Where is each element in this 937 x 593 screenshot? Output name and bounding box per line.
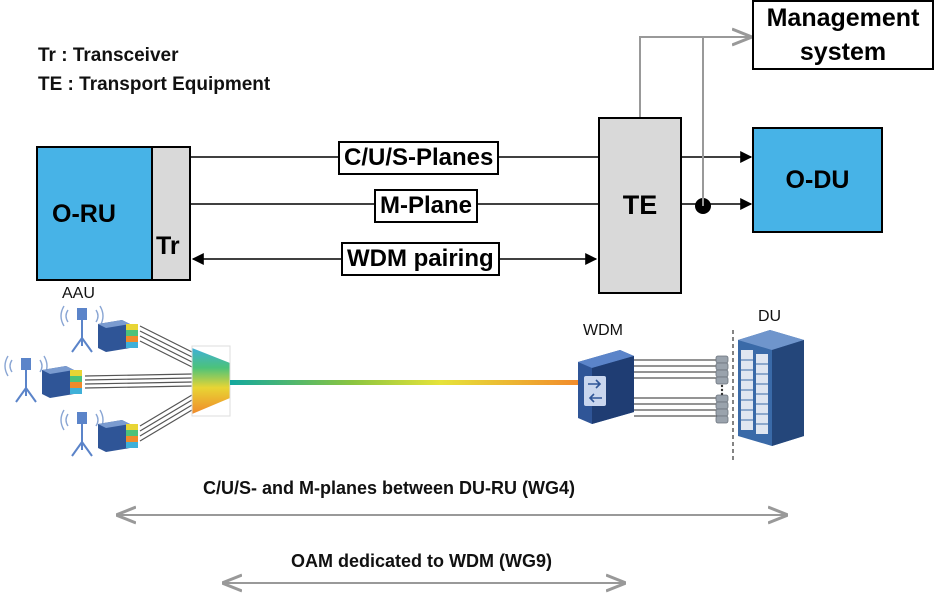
management-system-box: Management system — [752, 0, 934, 70]
management-connector-te — [639, 37, 750, 117]
transceiver-label: Tr — [156, 232, 180, 260]
aau-unit-middle — [4, 355, 82, 403]
legend-transceiver: Tr : Transceiver — [38, 45, 179, 66]
management-system-line2: system — [799, 38, 887, 66]
aau-label: AAU — [62, 285, 95, 302]
du-ellipsis-dots — [720, 384, 724, 396]
transport-equipment-label: TE — [622, 190, 658, 220]
wdm-pairing-label: WDM pairing — [341, 242, 500, 276]
aau-unit-bottom — [60, 409, 138, 457]
o-ru-label: O-RU — [52, 200, 116, 228]
legend-transport-equipment: TE : Transport Equipment — [38, 74, 271, 95]
m-plane-label: M-Plane — [374, 189, 479, 223]
du-label: DU — [758, 308, 782, 325]
wg9-scope-caption: OAM dedicated to WDM (WG9) — [291, 551, 552, 571]
wg4-scope-caption: C/U/S- and M-planes between DU-RU (WG4) — [203, 478, 576, 498]
transport-equipment-block: TE — [598, 117, 682, 294]
aau-unit-top — [60, 305, 138, 353]
wdm-label: WDM — [583, 322, 623, 339]
o-du-block: O-DU — [752, 127, 883, 233]
trunk-fiber — [230, 380, 580, 385]
cus-planes-label: C/U/S-Planes — [338, 141, 500, 175]
mux-demux-icon — [192, 348, 230, 414]
wdm-device-icon — [578, 350, 634, 424]
transceiver-block — [151, 146, 191, 281]
du-server-icon — [738, 330, 804, 446]
management-system-line1: Management — [766, 4, 920, 32]
o-du-label: O-DU — [785, 165, 850, 194]
wdm-du-fibers — [634, 359, 720, 417]
aau-fibers — [84, 325, 193, 442]
